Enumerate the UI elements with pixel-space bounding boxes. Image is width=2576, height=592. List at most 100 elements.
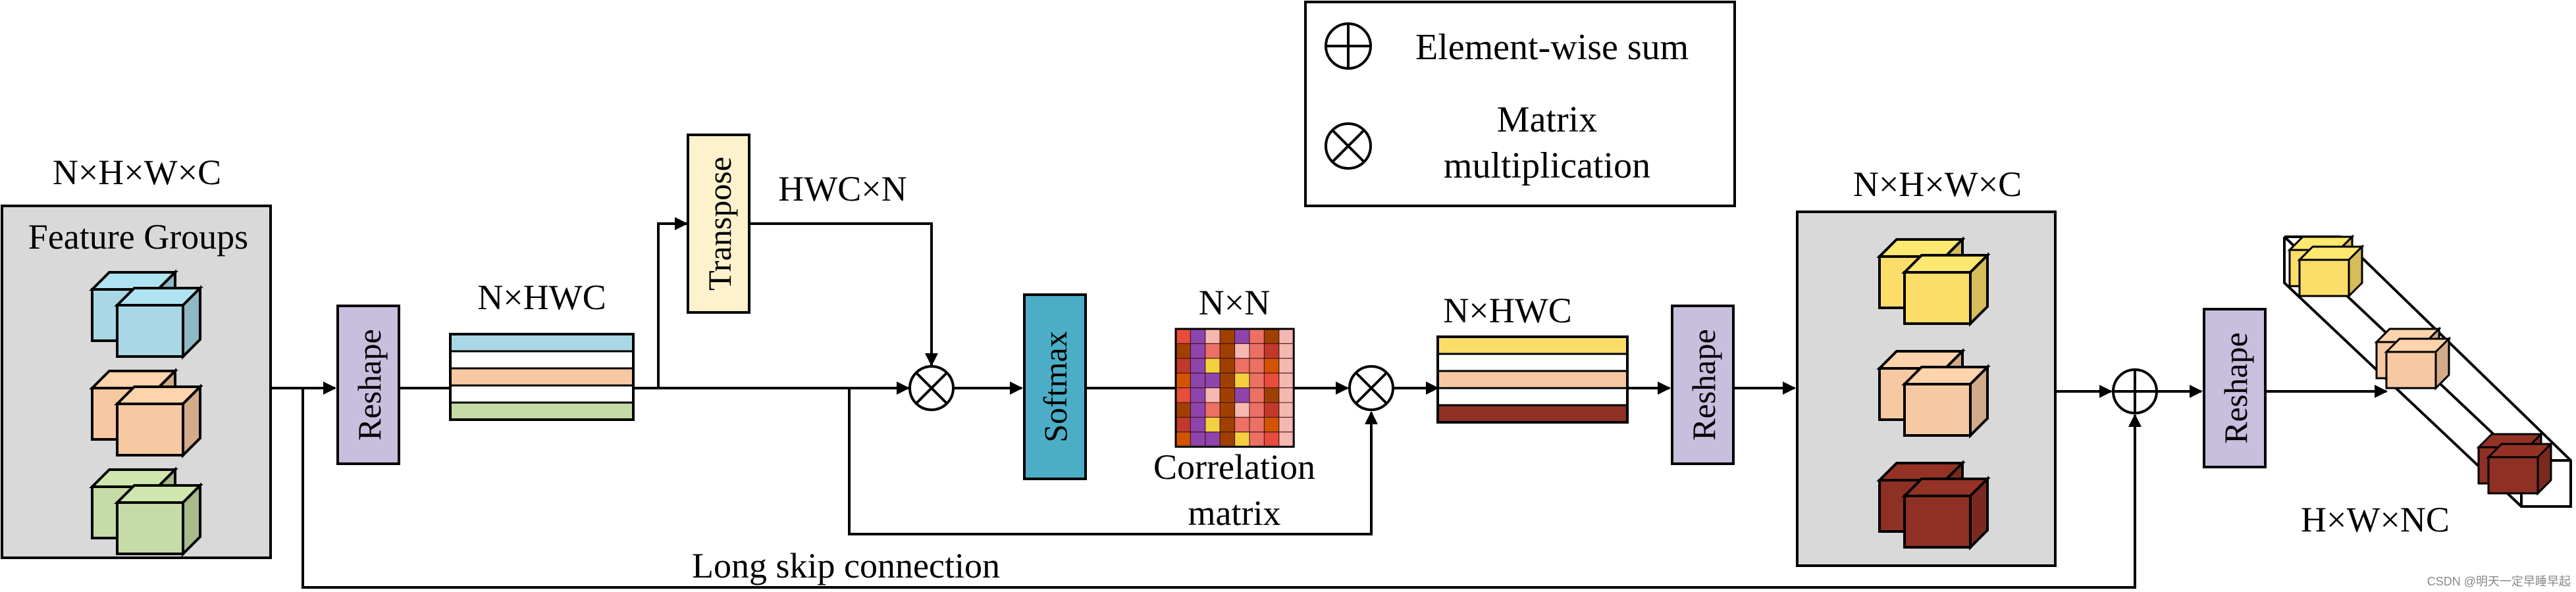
output-dims-label: N×H×W×C [1853,164,2022,204]
nhwc-stack-1 [449,333,635,421]
matrix-cell [1278,432,1294,447]
sum-symbol-icon [1325,22,1372,70]
legend-sum-label: Element-wise sum [1415,27,1689,68]
matrix-cell [1175,387,1191,403]
matmul-node-1 [908,365,955,411]
connectors [271,217,2388,589]
matrix-cell [1278,402,1294,418]
matrix-cell [1234,358,1250,374]
matrix-cell [1190,402,1206,418]
matrix-cell [1219,328,1236,344]
matrix-cell [1278,358,1294,374]
matrix-cell [1205,402,1221,418]
matrix-cell [1263,358,1280,374]
nxn-label: N×N [1199,283,1270,322]
feature-groups-label: Feature Groups [28,217,248,257]
matrix-cell [1190,358,1206,374]
nhwc1-stripe [449,401,635,421]
nhwc2-stripe [1436,353,1629,372]
matrix-cell [1205,416,1221,433]
matrix-cell [1249,343,1265,359]
matrix-cell [1234,432,1250,447]
cube-orange [1876,348,1991,439]
long-skip-label: Long skip connection [692,546,1000,585]
nhwc2-stripe [1436,404,1629,424]
matrix-cell [1219,387,1236,403]
matrix-cell [1278,372,1294,389]
transpose-label: Transpose [701,157,738,291]
softmax-label: Softmax [1037,331,1074,442]
matrix-cell [1263,402,1280,418]
output-cubes [1876,236,1991,551]
final-dims-label: H×W×NC [2301,500,2450,539]
nhwc1-stripe [449,350,635,370]
cube-blue [89,269,203,360]
matrix-cell [1249,358,1265,374]
reshape-label-1: Reshape [351,329,388,440]
matrix-cell [1263,432,1280,447]
sum-node [2112,368,2158,414]
matrix-cell [1175,402,1191,418]
legend-box [1304,1,1736,207]
matrix-cell [1249,328,1265,344]
matrix-cell [1263,387,1280,403]
matrix-cell [1249,372,1265,389]
matrix-cell [1234,343,1250,359]
matrix-cell [1263,372,1280,389]
nhwc2-stripe [1436,335,1629,355]
matrix-cell [1263,343,1280,359]
correlation-matrix-grid [1174,328,1295,448]
transpose-box [687,134,750,314]
matrix-cell [1205,358,1221,374]
matrix-cell [1234,387,1250,403]
reshape-label-2: Reshape [1685,329,1722,440]
cube-green [89,466,203,557]
matrix-cell [1175,328,1191,344]
matrix-cell [1175,432,1191,447]
correlation-label-line1: Correlation [1153,447,1315,487]
matrix-cell [1190,416,1206,433]
matrix-cell [1249,416,1265,433]
input-dims-label: N×H×W×C [53,153,221,192]
matrix-cell [1219,372,1236,389]
matrix-cell [1205,372,1221,389]
reshape-label-3: Reshape [2217,332,2254,443]
matrix-cell [1263,416,1280,433]
final-block-orange [2374,326,2452,391]
matrix-cell [1175,372,1191,389]
matrix-cell [1234,372,1250,389]
softmax-box [1023,293,1087,480]
final-diagonal-stack [2283,234,2572,508]
matrix-cell [1190,387,1206,403]
matrix-cell [1219,343,1236,359]
cube-yellow [1876,236,1991,327]
matrix-cell [1205,343,1221,359]
matrix-cell [1249,432,1265,447]
input-cubes [89,269,203,557]
matrix-cell [1234,402,1250,418]
legend-mat-label-line1: Matrix [1497,99,1597,140]
hwc-n-label: HWC×N [778,169,907,209]
legend: Element-wise sum Matrix multiplication [1304,1,1736,207]
matrix-cell [1205,432,1221,447]
final-block-brown [2476,432,2554,496]
matrix-cell [1278,343,1294,359]
matrix-cell [1205,328,1221,344]
watermark: CSDN @明天一定早睡早起 [2427,575,2571,588]
reshape-box-1 [336,305,400,465]
matrix-cell [1175,343,1191,359]
matrix-cell [1278,416,1294,433]
legend-mat-label-line2: multiplication [1444,145,1650,186]
matrix-cell [1234,416,1250,433]
nhwc1-stripe [449,333,635,353]
matrix-cell [1175,416,1191,433]
matrix-cell [1278,387,1294,403]
nhwc-label-2: N×HWC [1443,291,1571,330]
reshape-box-3 [2203,308,2267,468]
matrix-cell [1219,358,1236,374]
nhwc-stack-2 [1436,335,1629,424]
matrix-cell [1190,432,1206,447]
matrix-cell [1278,328,1294,344]
nhwc-label-1: N×HWC [477,278,606,317]
matrix-cell [1190,343,1206,359]
